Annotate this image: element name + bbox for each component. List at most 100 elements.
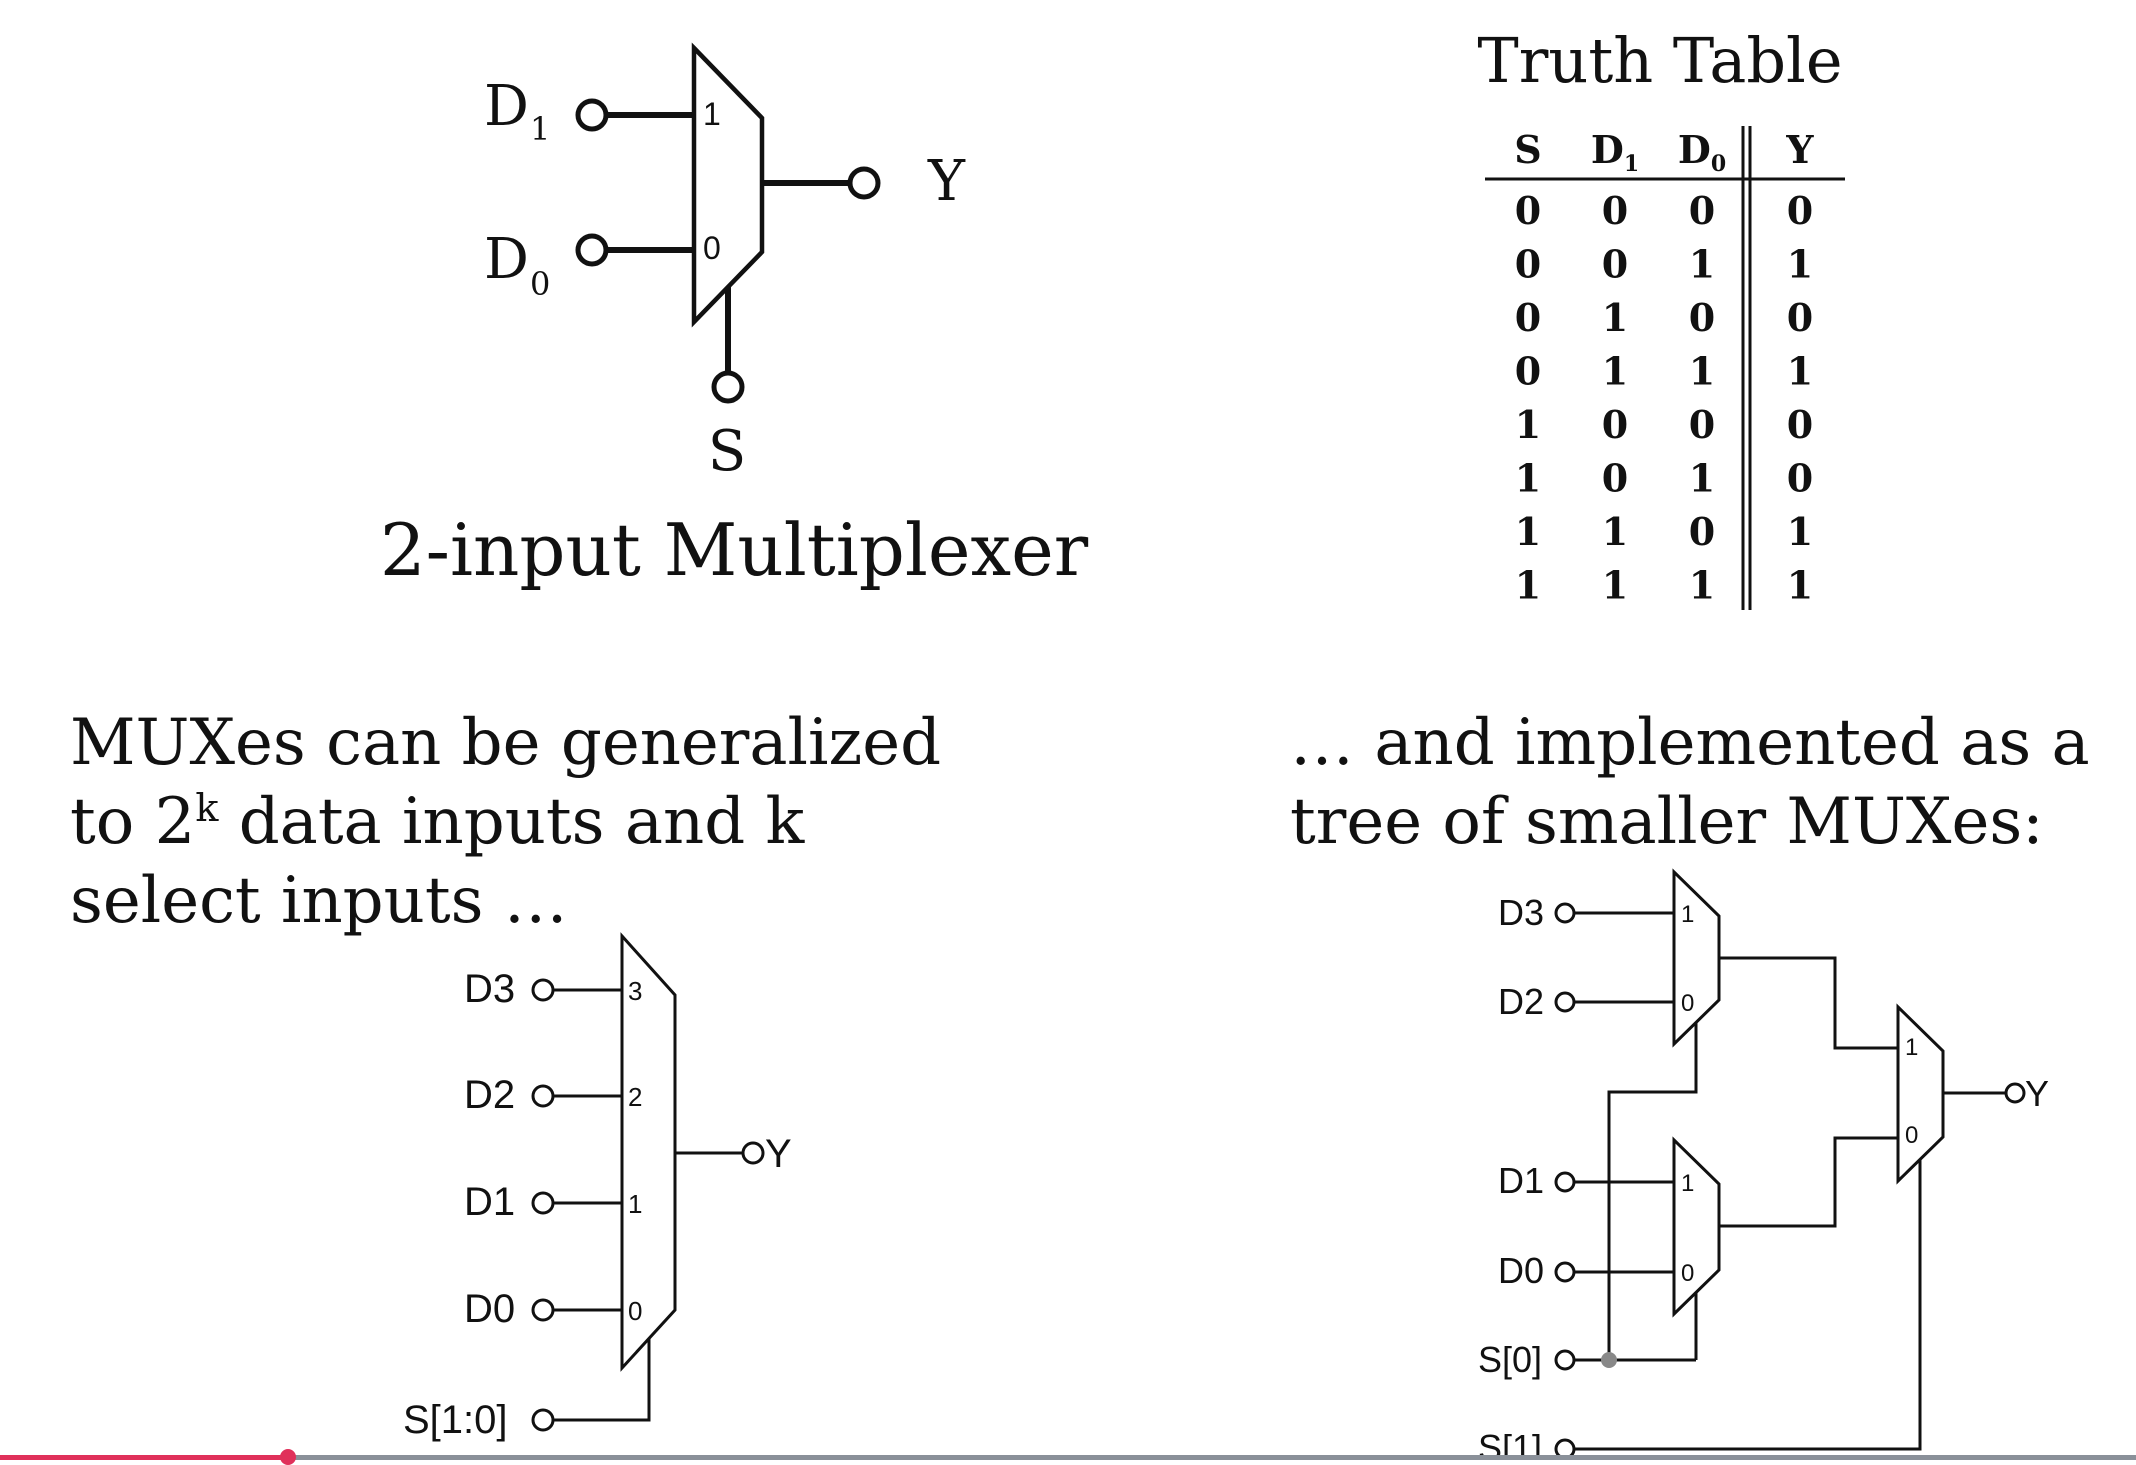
mux4-input-label-d0: D0	[464, 1287, 515, 1331]
tree-mux-top-port-0: 0	[1681, 990, 1694, 1017]
text-left-line2: to 2k data inputs and k	[70, 785, 806, 859]
truth-table-cell: 0	[1515, 349, 1541, 394]
truth-table-cell: 1	[1515, 563, 1541, 608]
tree-mux-final-port-0: 0	[1905, 1122, 1918, 1149]
truth-table-header-cell: S	[1514, 127, 1541, 172]
tree-mux-bottom	[1672, 1136, 1721, 1318]
mux4-d2-pin	[531, 1084, 555, 1108]
truth-table-title: Truth Table	[1477, 24, 1842, 97]
truth-table-header-cell: D0	[1678, 127, 1726, 177]
mux2-d0-sub: 0	[530, 265, 550, 303]
mux2-d1-pin	[575, 98, 609, 132]
mux4-sel-wire	[553, 1339, 651, 1422]
truth-table-cell: 0	[1515, 242, 1541, 287]
text-left-line2-a: to 2	[70, 785, 195, 859]
tree-input-label-d3: D3	[1498, 892, 1544, 933]
truth-table-cell: 1	[1689, 456, 1715, 501]
mux4-port-2: 2	[628, 1082, 642, 1112]
truth-table-cell: 1	[1787, 242, 1813, 287]
tree-mux-final-port-1: 1	[1905, 1034, 1918, 1061]
truth-table-cell: 1	[1602, 295, 1628, 340]
tree-input-label-d2: D2	[1498, 981, 1544, 1022]
tree-d0-pin	[1554, 1261, 1576, 1283]
tree-sel0-label: S[0]	[1478, 1339, 1542, 1380]
tree-sel0-junction	[1601, 1352, 1617, 1368]
mux2-out-pin	[847, 166, 881, 200]
truth-table-cell: 1	[1515, 456, 1541, 501]
text-left: MUXes can be generalized to 2k data inpu…	[70, 706, 941, 938]
tree-out-label: Y	[2025, 1073, 2049, 1114]
text-right-line2: tree of smaller MUXes:	[1290, 785, 2044, 859]
tree-top-to-final-wire	[1719, 956, 1898, 1050]
tree-input-label-d1: D1	[1498, 1160, 1544, 1201]
tree-input-label-d0: D0	[1498, 1250, 1544, 1291]
truth-table-cell: 1	[1689, 242, 1715, 287]
truth-table-cell: 1	[1787, 509, 1813, 554]
truth-table-cell: 1	[1787, 349, 1813, 394]
tree-d3-pin	[1554, 902, 1576, 924]
truth-table: Truth Table S D1 D0 Y 0 0 0 0 0 0 1 1 0 1 0 0 0 1 1 1 1 0 0 0 1…	[1477, 24, 1845, 610]
truth-table-cell: 0	[1787, 456, 1813, 501]
truth-table-cell: 1	[1602, 563, 1628, 608]
mux2-sel-pin	[711, 370, 745, 404]
tree-sel1-label: S[1]	[1478, 1427, 1542, 1460]
truth-table-cell: 0	[1515, 188, 1541, 233]
truth-table-cell: 0	[1787, 402, 1813, 447]
truth-table-cell: 0	[1689, 509, 1715, 554]
truth-table-cell: 0	[1787, 295, 1813, 340]
tree-out-pin	[2004, 1082, 2026, 1104]
truth-table-cell: 0	[1689, 295, 1715, 340]
tree-sel0-branch-top	[1607, 1022, 1698, 1360]
mux4-d0-pin	[531, 1298, 555, 1322]
video-progress-fill	[0, 1455, 289, 1460]
text-right: … and implemented as a tree of smaller M…	[1290, 706, 2090, 859]
text-left-line3: select inputs …	[70, 864, 568, 938]
truth-table-cell: 0	[1787, 188, 1813, 233]
tree-mux-final	[1896, 1003, 1945, 1185]
mux-tree-diagram: D3 D2 D1 D0 S[0] S[1] 1 0 1 0 1 0 Y	[1478, 868, 2049, 1460]
truth-table-cell: 0	[1602, 242, 1628, 287]
tree-sel1-wire	[1574, 1159, 1922, 1451]
truth-table-header-cell: Y	[1785, 127, 1814, 172]
truth-table-cell: 0	[1602, 188, 1628, 233]
truth-table-cell: 0	[1602, 402, 1628, 447]
mux2-d0-pin	[575, 233, 609, 267]
tree-mux-top-port-1: 1	[1681, 901, 1694, 928]
mux4-port-3: 3	[628, 976, 642, 1006]
text-right-line1: … and implemented as a	[1290, 706, 2090, 780]
tree-d1-pin	[1554, 1171, 1576, 1193]
truth-table-cell: 1	[1689, 563, 1715, 608]
truth-table-header-cell: D1	[1591, 127, 1639, 177]
mux4-body	[620, 932, 677, 1372]
video-progress-knob[interactable]	[280, 1449, 297, 1465]
tree-mux-top	[1672, 868, 1721, 1048]
video-progress-track[interactable]	[0, 1455, 2136, 1460]
mux2-d1-label: D	[484, 74, 529, 139]
tree-mux-bottom-port-0: 0	[1681, 1260, 1694, 1287]
mux2-port-0: 0	[703, 230, 721, 266]
truth-table-cell: 0	[1602, 456, 1628, 501]
text-left-line1: MUXes can be generalized	[70, 706, 941, 780]
mux4-d1-pin	[531, 1191, 555, 1215]
truth-table-cell: 0	[1689, 188, 1715, 233]
mux2-port-1: 1	[703, 96, 721, 132]
truth-table-header: S D1 D0 Y	[1514, 127, 1814, 177]
mux4-port-0: 0	[628, 1296, 642, 1326]
mux4-input-label-d1: D1	[464, 1180, 515, 1224]
tree-bottom-to-final-wire	[1719, 1136, 1898, 1228]
truth-table-cell: 0	[1689, 402, 1715, 447]
mux4-out-label: Y	[765, 1132, 792, 1176]
mux4-sel-pin	[531, 1408, 555, 1432]
truth-table-cell: 0	[1515, 295, 1541, 340]
mux2-body	[691, 42, 765, 328]
mux4-d3-pin	[531, 978, 555, 1002]
mux4-input-label-d3: D3	[464, 967, 515, 1011]
mux4-diagram: D3 D2 D1 D0 3 2 1 0 Y S[1:0]	[403, 932, 792, 1442]
tree-d2-pin	[1554, 991, 1576, 1013]
mux2-d0-label: D	[484, 227, 529, 292]
truth-table-cell: 1	[1602, 349, 1628, 394]
text-left-line2-sup: k	[195, 786, 219, 830]
mux4-port-1: 1	[628, 1189, 642, 1219]
